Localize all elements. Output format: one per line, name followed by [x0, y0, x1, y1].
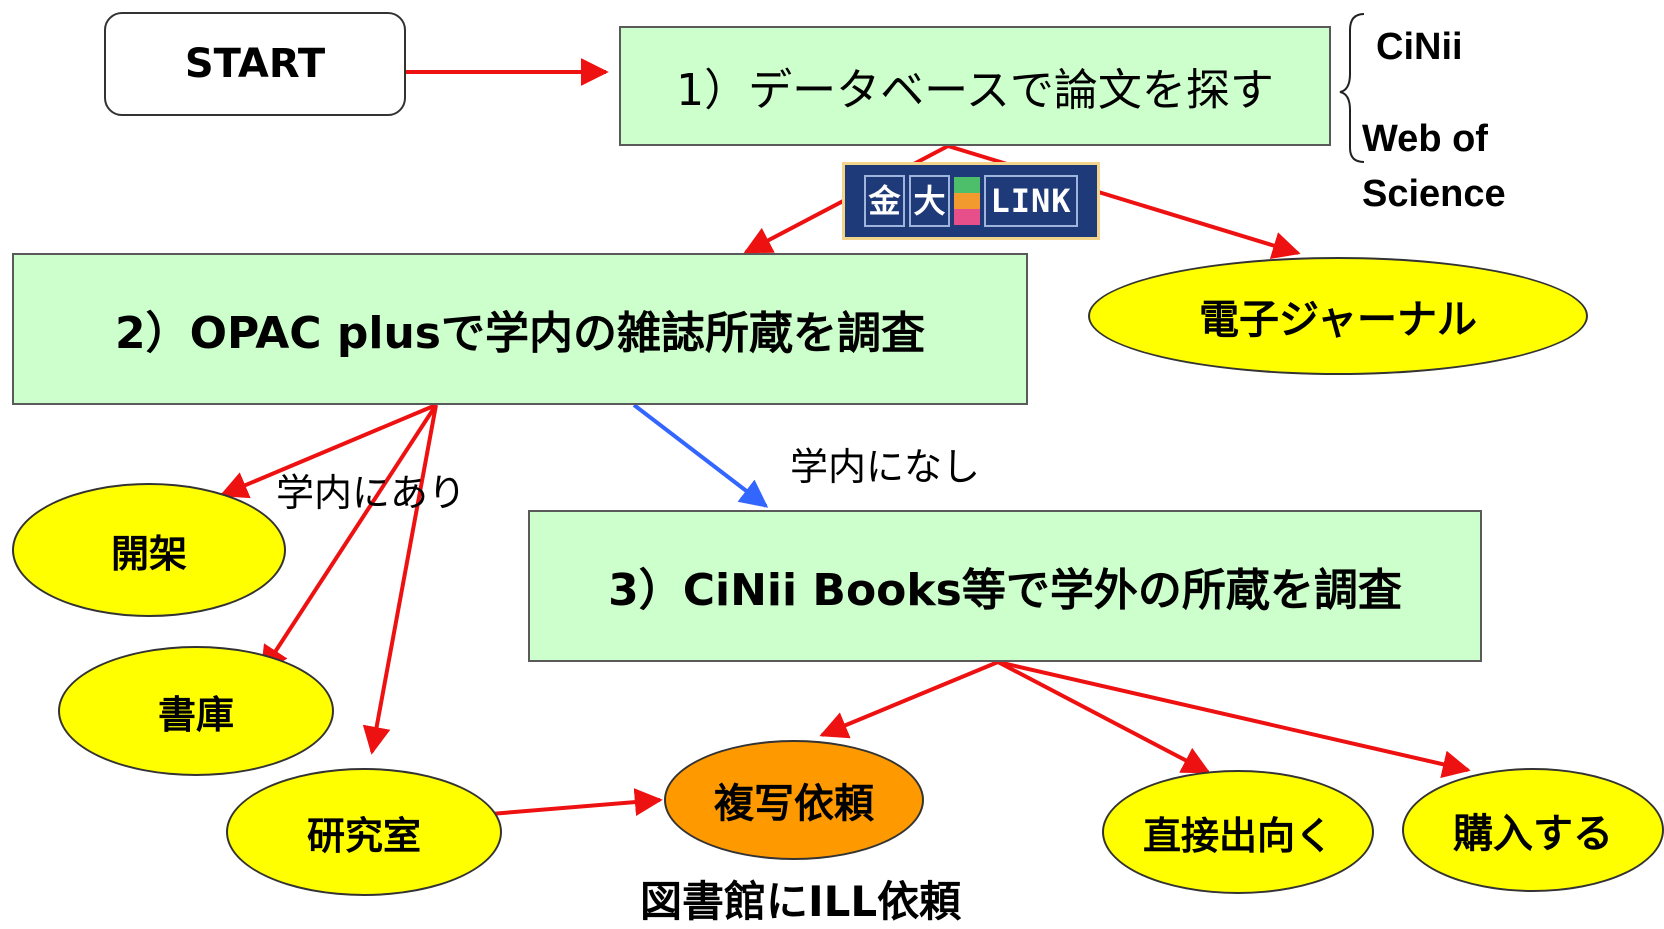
in-campus-label: 学内にあり	[276, 471, 467, 515]
kaika-label: 開架	[110, 531, 187, 576]
badge-kanji-1: 金	[864, 175, 906, 227]
db-cinii-label: CiNii	[1376, 26, 1463, 68]
kenkyushitsu-ellipse: 研究室	[226, 768, 502, 896]
step3-label: 3）CiNii Books等で学外の所蔵を調査	[608, 565, 1402, 616]
direct-visit-label: 直接出向く	[1142, 813, 1333, 858]
arrow-kenkyu-to-copy	[465, 788, 663, 818]
arrow-step3-to-buy	[997, 660, 1471, 779]
step1-label: 1）データベースで論文を探す	[676, 65, 1274, 116]
db-wos-line2: Science	[1362, 173, 1506, 216]
badge-link-word: LINK	[984, 175, 1078, 227]
ejournal-ellipse: 電子ジャーナル	[1088, 257, 1588, 375]
arrow-step3-to-copy	[819, 660, 999, 739]
kaika-ellipse: 開架	[12, 483, 286, 617]
step3-box: 3）CiNii Books等で学外の所蔵を調査	[528, 510, 1482, 662]
badge-kanji-2: 大	[909, 175, 951, 227]
purchase-ellipse: 購入する	[1402, 768, 1664, 892]
start-node: START	[104, 12, 406, 116]
copy-request-ellipse: 複写依頼	[664, 740, 924, 860]
badge-stripes-icon	[954, 177, 981, 225]
direct-visit-ellipse: 直接出向く	[1102, 770, 1374, 894]
kenkyushitsu-label: 研究室	[306, 813, 421, 858]
ejournal-label: 電子ジャーナル	[1199, 297, 1477, 343]
shoko-ellipse: 書庫	[58, 646, 334, 776]
step2-box: 2）OPAC plusで学内の雑誌所蔵を調査	[12, 253, 1028, 405]
arrow-step3-to-direct	[997, 660, 1211, 774]
arrow-step2-to-step3	[632, 403, 769, 508]
arrow-step2-to-kenkyu	[362, 404, 438, 755]
not-in-campus-label: 学内になし	[790, 445, 981, 489]
kindai-link-badge: 金 大 LINK	[842, 162, 1100, 240]
db-brace	[1339, 13, 1365, 163]
copy-request-label: 複写依頼	[714, 781, 874, 827]
arrow-step2-to-shoko	[260, 403, 438, 675]
db-wos-label: Web of Science	[1362, 112, 1506, 222]
ill-request-label: 図書館にILL依頼	[640, 877, 962, 926]
start-label: START	[184, 41, 326, 87]
db-wos-line1: Web of	[1362, 118, 1488, 160]
shoko-label: 書庫	[157, 692, 234, 737]
step1-box: 1）データベースで論文を探す	[619, 26, 1331, 146]
arrow-step2-to-kaika	[219, 403, 437, 499]
purchase-label: 購入する	[1453, 811, 1613, 857]
step2-label: 2）OPAC plusで学内の雑誌所蔵を調査	[115, 308, 925, 359]
